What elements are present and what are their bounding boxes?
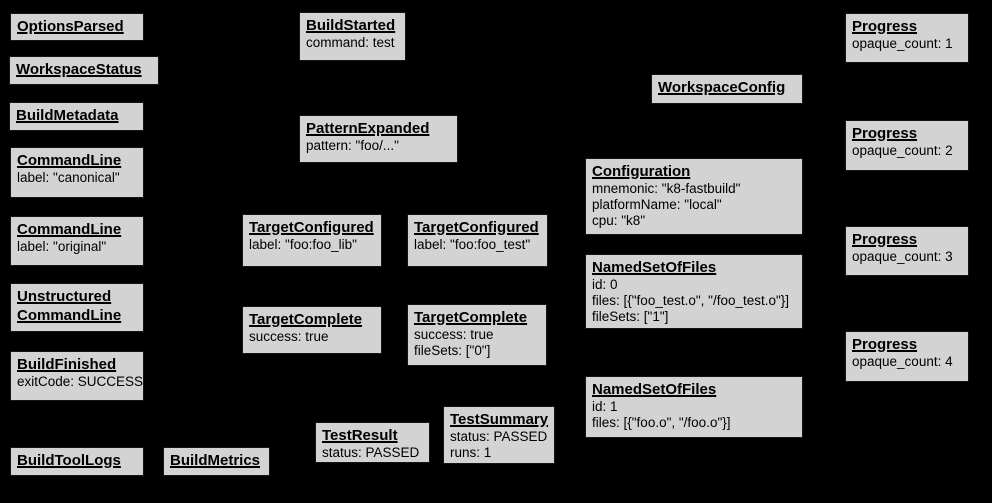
node-command-line-original: CommandLine label: "original" (10, 216, 144, 266)
node-configuration: Configuration mnemonic: "k8-fastbuild" p… (585, 158, 803, 235)
node-detail-line: label: "original" (17, 239, 107, 254)
node-options-parsed: OptionsParsed (10, 13, 144, 41)
node-build-metadata: BuildMetadata (9, 102, 144, 131)
node-workspace-status: WorkspaceStatus (9, 56, 159, 85)
node-progress-1: Progress opaque_count: 1 (845, 13, 969, 63)
node-target-complete-foo-test: TargetComplete success: true fileSets: [… (407, 304, 547, 366)
node-unstructured-command-line: Unstructured CommandLine (10, 283, 144, 332)
node-target-configured-foo-lib: TargetConfigured label: "foo:foo_lib" (242, 214, 382, 267)
node-detail-line: id: 0 (592, 277, 618, 292)
node-detail-line: success: true (414, 327, 494, 342)
node-detail-line: files: [{"foo_test.o", "/foo_test.o"}] (592, 293, 790, 308)
node-title: TargetComplete (249, 311, 363, 328)
node-build-metrics: BuildMetrics (163, 447, 270, 476)
node-detail-line: label: "canonical" (17, 170, 120, 185)
node-title: CommandLine (17, 221, 122, 238)
node-build-started: BuildStarted command: test (299, 12, 406, 61)
node-detail-line: fileSets: ["0"] (414, 343, 491, 358)
node-detail-line: pattern: "foo/..." (306, 138, 399, 153)
node-build-finished: BuildFinished exitCode: SUCCESS (10, 351, 144, 401)
node-detail-line: exitCode: SUCCESS (17, 374, 144, 389)
node-test-summary: TestSummary status: PASSED runs: 1 (443, 406, 555, 464)
node-title: CommandLine (17, 152, 122, 169)
node-detail-line: label: "foo:foo_test" (414, 237, 531, 252)
node-title: OptionsParsed (17, 18, 124, 35)
node-detail-line: opaque_count: 2 (852, 143, 953, 158)
node-test-result: TestResult status: PASSED (315, 422, 430, 463)
node-title: Unstructured CommandLine (17, 288, 122, 324)
node-detail-line: mnemonic: "k8-fastbuild" (592, 181, 741, 196)
node-title: Progress (852, 336, 918, 353)
node-detail-line: command: test (306, 35, 395, 50)
node-title: TestResult (322, 427, 398, 444)
node-progress-4: Progress opaque_count: 4 (845, 331, 969, 382)
node-named-set-of-files-0: NamedSetOfFiles id: 0 files: [{"foo_test… (585, 254, 803, 329)
node-target-configured-foo-test: TargetConfigured label: "foo:foo_test" (407, 214, 548, 267)
node-target-complete-foo-lib: TargetComplete success: true (242, 306, 382, 354)
node-title: PatternExpanded (306, 120, 430, 137)
node-title: TargetConfigured (249, 219, 374, 236)
node-title: Progress (852, 231, 918, 248)
node-pattern-expanded: PatternExpanded pattern: "foo/..." (299, 115, 458, 163)
node-title: BuildMetadata (16, 107, 119, 124)
node-title: BuildToolLogs (17, 452, 121, 469)
node-title: Progress (852, 18, 918, 35)
node-title: Progress (852, 125, 918, 142)
node-named-set-of-files-1: NamedSetOfFiles id: 1 files: [{"foo.o", … (585, 376, 803, 438)
node-build-tool-logs: BuildToolLogs (10, 447, 144, 476)
node-detail-line: status: PASSED (450, 429, 548, 444)
node-detail-line: opaque_count: 3 (852, 249, 953, 264)
node-detail-line: success: true (249, 329, 329, 344)
node-title: WorkspaceConfig (658, 79, 786, 96)
node-title: BuildFinished (17, 356, 117, 373)
node-detail-line: fileSets: ["1"] (592, 309, 669, 324)
node-detail-line: id: 1 (592, 399, 618, 414)
node-title: WorkspaceStatus (16, 61, 142, 78)
node-detail-line: status: PASSED (322, 445, 420, 460)
node-title: NamedSetOfFiles (592, 259, 717, 276)
node-detail-line: cpu: "k8" (592, 213, 646, 228)
node-title: TargetConfigured (414, 219, 539, 236)
node-detail-line: opaque_count: 1 (852, 36, 953, 51)
node-progress-2: Progress opaque_count: 2 (845, 120, 969, 171)
node-title: TargetComplete (414, 309, 528, 326)
node-detail-line: opaque_count: 4 (852, 354, 953, 369)
node-progress-3: Progress opaque_count: 3 (845, 226, 969, 276)
node-detail-line: label: "foo:foo_lib" (249, 237, 357, 252)
node-title: BuildStarted (306, 17, 396, 34)
node-title: BuildMetrics (170, 452, 261, 469)
node-title: Configuration (592, 163, 691, 180)
node-detail-line: runs: 1 (450, 445, 492, 460)
node-title: NamedSetOfFiles (592, 381, 717, 398)
node-workspace-config: WorkspaceConfig (651, 74, 803, 104)
node-command-line-canonical: CommandLine label: "canonical" (10, 147, 144, 198)
node-title: TestSummary (450, 411, 549, 428)
node-detail-line: files: [{"foo.o", "/foo.o"}] (592, 415, 731, 430)
node-detail-line: platformName: "local" (592, 197, 722, 212)
